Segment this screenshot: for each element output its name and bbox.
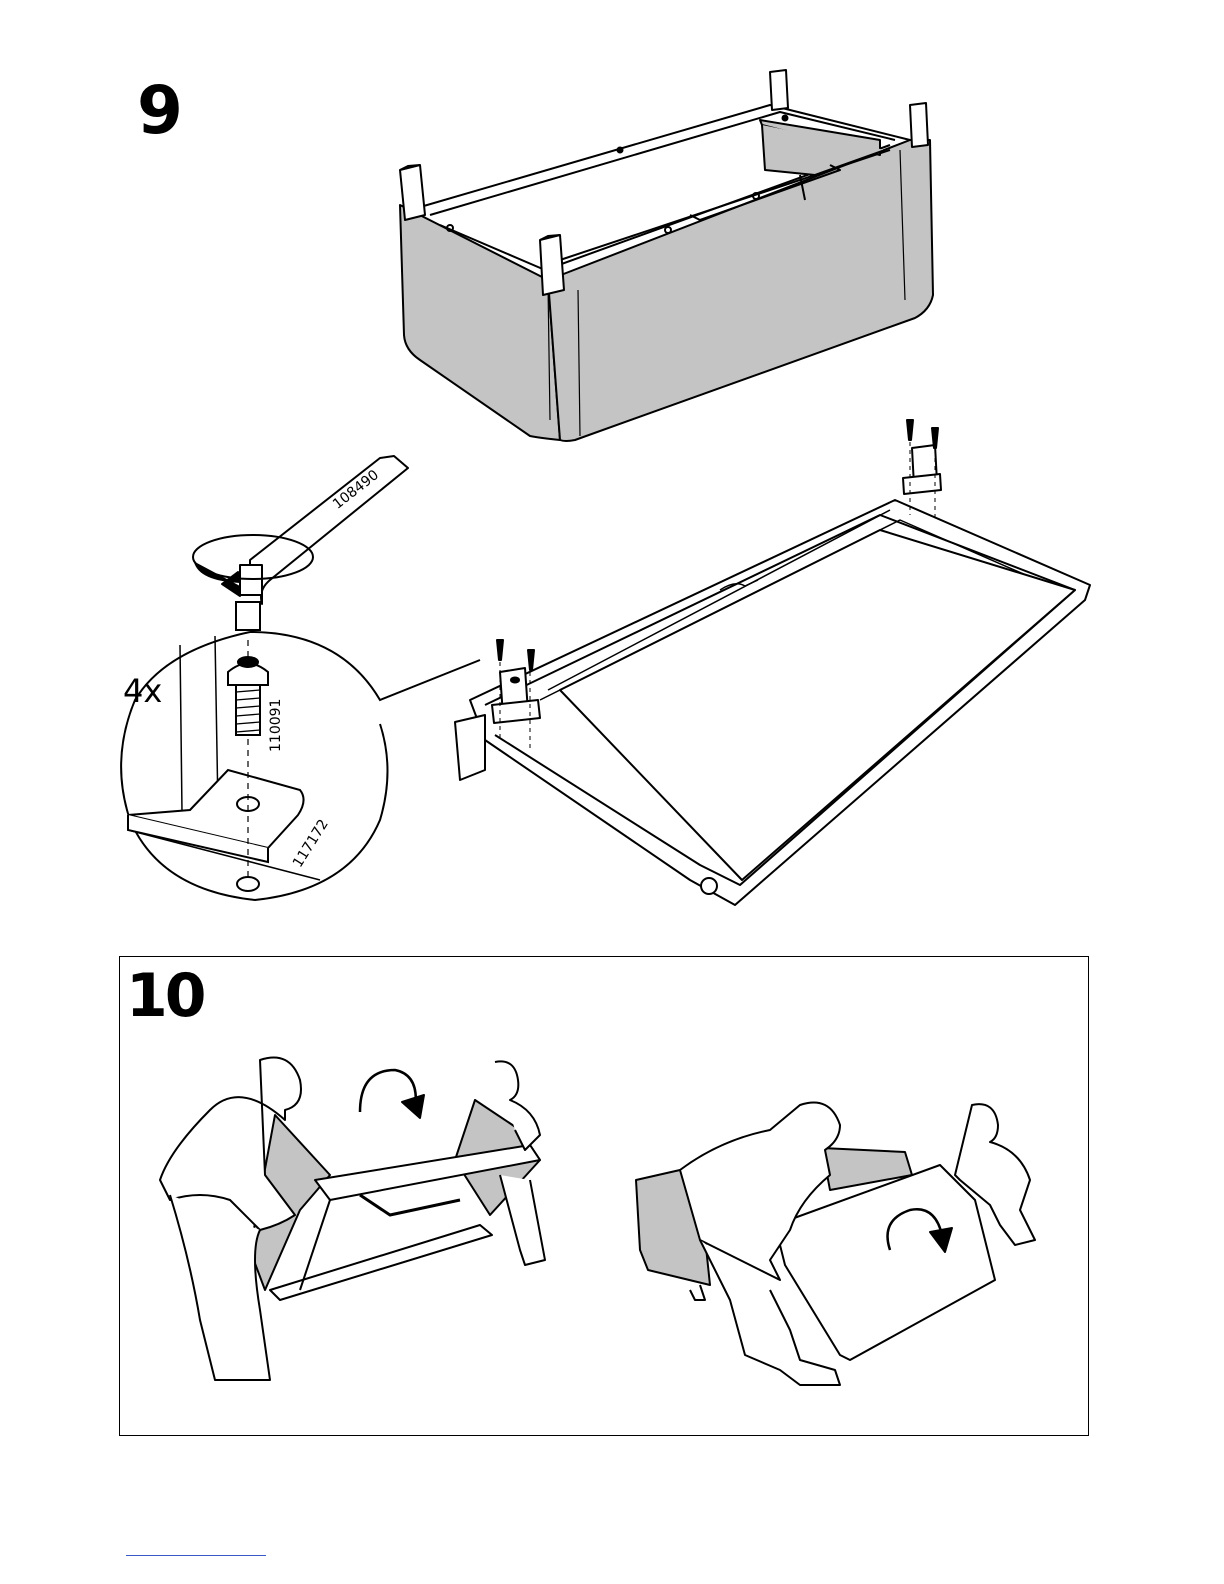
- seat-frame: [455, 420, 1090, 905]
- step-10-number: 10: [126, 966, 204, 1026]
- sofa-frame-upside-down: [400, 70, 933, 441]
- step-9-number: 9: [137, 78, 183, 144]
- footer-link-underline[interactable]: [126, 1555, 266, 1556]
- part-number-bolt: 110091: [268, 699, 284, 752]
- step-10-frame: [119, 956, 1089, 1436]
- quantity-label: 4x: [123, 672, 162, 710]
